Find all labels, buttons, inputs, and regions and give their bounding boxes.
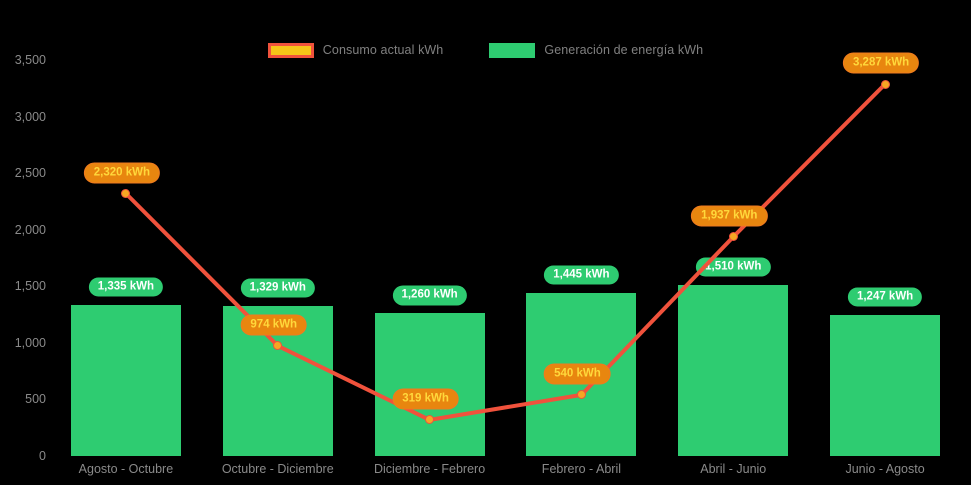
x-axis-tick-label: Junio - Agosto [845, 462, 925, 476]
plot-area: 1,335 kWh 1,329 kWh 1,260 kWh 1,445 kWh 1,51… [50, 52, 961, 456]
line-value-label: 3,287 kWh [842, 52, 920, 74]
legend-label-generacion: Generación de energía kWh [544, 43, 704, 57]
bar-value-label: 1,510 kWh [696, 257, 771, 277]
consumo-line-series [123, 82, 888, 422]
x-axis-tick-label: Febrero - Abril [541, 462, 622, 476]
y-axis: 0 500 1,000 1,500 2,000 2,500 3,000 3,500 [0, 0, 46, 485]
y-axis-tick-label: 1,500 [14, 279, 46, 294]
line-point-consumo[interactable] [576, 390, 586, 400]
x-axis-tick-label: Abril - Junio [700, 462, 767, 476]
bar-generacion[interactable] [678, 285, 789, 456]
x-axis-tick-label: Agosto - Octubre [78, 462, 174, 476]
line-value-label: 2,320 kWh [83, 161, 161, 184]
y-axis-tick-label: 3,500 [14, 53, 46, 67]
line-point-consumo[interactable] [273, 341, 283, 351]
line-value-label: 1,937 kWh [691, 205, 768, 227]
bar-value-label: 1,329 kWh [240, 278, 315, 298]
bar-value-label: 1,260 kWh [392, 285, 467, 305]
y-axis-tick-label: 500 [25, 392, 46, 407]
x-axis: Agosto - Octubre Octubre - Diciembre Dicie… [50, 460, 961, 485]
legend-item-consumo[interactable]: Consumo actual kWh [267, 42, 444, 58]
bar-value-label: 1,335 kWh [88, 277, 164, 297]
x-axis-tick-label: Diciembre - Febrero [374, 462, 486, 476]
y-axis-tick-label: 0 [39, 449, 46, 463]
legend-swatch-generacion-icon [489, 42, 536, 58]
bar-value-label: 1,247 kWh [847, 287, 923, 307]
y-axis-tick-label: 2,500 [14, 166, 46, 181]
line-value-label: 974 kWh [240, 314, 308, 336]
y-axis-tick-label: 3,000 [14, 109, 46, 124]
y-axis-tick-label: 1,000 [14, 335, 46, 350]
bar-generacion[interactable] [374, 313, 485, 456]
line-point-consumo[interactable] [728, 232, 738, 242]
bar-generacion[interactable] [70, 304, 181, 456]
chart-legend: Consumo actual kWh Generación de energía… [0, 38, 971, 62]
bar-value-label: 1,445 kWh [544, 264, 619, 285]
line-value-label: 319 kWh [392, 388, 459, 410]
legend-label-consumo: Consumo actual kWh [322, 43, 444, 57]
line-point-consumo[interactable] [425, 415, 435, 425]
line-point-consumo[interactable] [880, 79, 890, 89]
x-axis-tick-label: Octubre - Diciembre [221, 462, 334, 476]
bar-generacion[interactable] [830, 314, 941, 456]
legend-item-generacion[interactable]: Generación de energía kWh [489, 42, 704, 58]
line-value-label: 540 kWh [544, 363, 611, 385]
line-point-consumo[interactable] [121, 189, 131, 198]
legend-swatch-consumo-icon [267, 42, 314, 58]
y-axis-tick-label: 2,000 [14, 222, 46, 237]
